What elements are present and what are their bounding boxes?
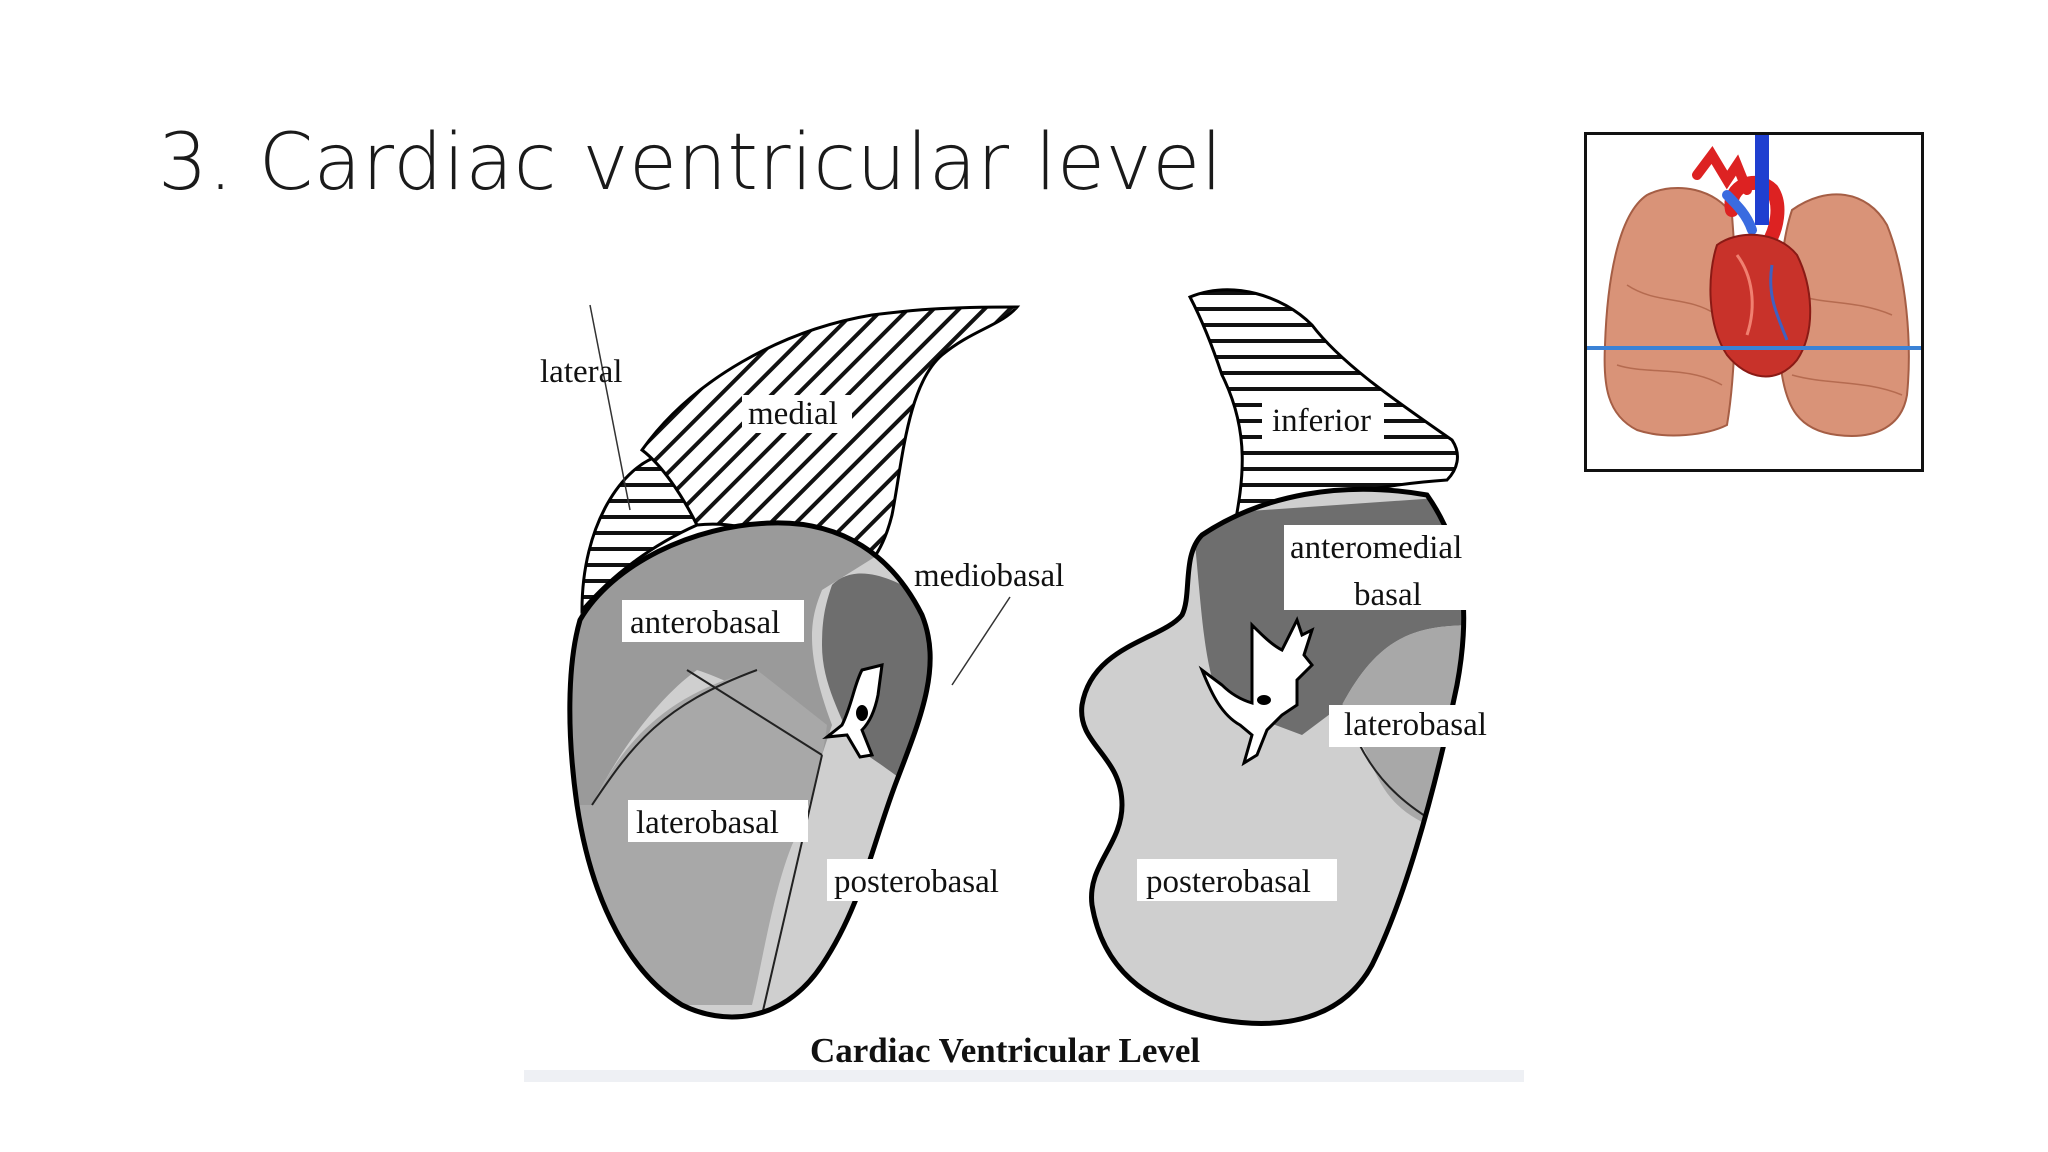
right-bronchus-icon — [1198, 616, 1315, 767]
label-posterobasal-left: posterobasal — [834, 864, 999, 900]
label-laterobasal-left: laterobasal — [636, 805, 779, 841]
label-inferior: inferior — [1272, 403, 1371, 439]
slide-title: 3. Cardiac ventricular level — [158, 118, 1223, 208]
label-medial: medial — [748, 396, 838, 432]
left-bronchus-icon — [822, 663, 884, 759]
label-laterobasal-right: laterobasal — [1344, 707, 1487, 743]
diagram-svg: lateral medial mediobasal anterobasal la… — [524, 288, 1524, 1082]
label-anteromedial-basal: basal — [1354, 577, 1422, 613]
lung-segments-diagram: lateral medial mediobasal anterobasal la… — [522, 285, 1526, 1085]
label-posterobasal-right: posterobasal — [1146, 864, 1311, 900]
lungs-thumbnail — [1584, 132, 1924, 472]
label-anterobasal-left: anterobasal — [630, 605, 780, 641]
diagram-caption: Cardiac Ventricular Level — [810, 1031, 1200, 1070]
label-lateral: lateral — [540, 354, 622, 390]
label-anteromedial: anteromedial — [1290, 530, 1462, 566]
label-mediobasal: mediobasal — [914, 558, 1064, 594]
lungs-heart-icon — [1587, 135, 1921, 437]
